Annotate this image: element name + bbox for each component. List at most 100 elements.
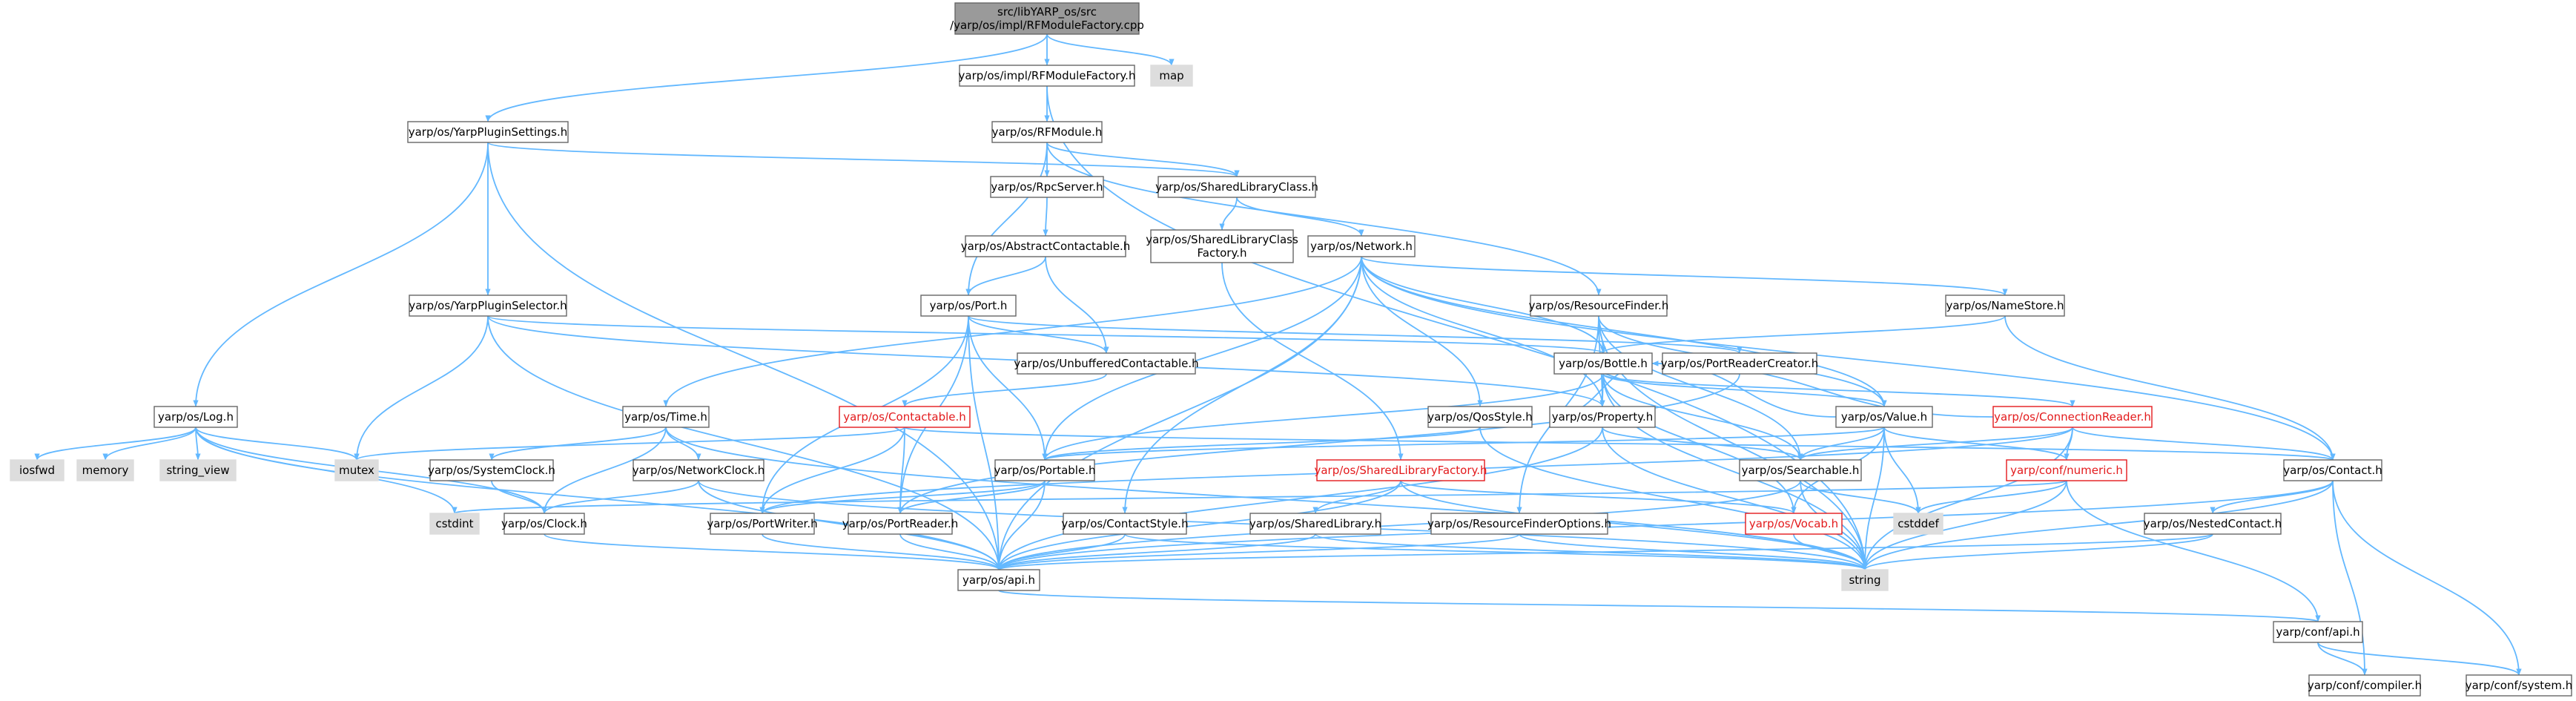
node-abscontact[interactable]: yarp/os/AbstractContactable.h [961,235,1131,257]
node-resfinder[interactable]: yarp/os/ResourceFinder.h [1529,294,1669,317]
node-rfmodule[interactable]: yarp/os/RFModule.h [991,121,1103,143]
edge-bottle-to-searchable [1602,373,1803,461]
node-label: yarp/os/SharedLibraryClass.h [1155,180,1318,194]
node-log[interactable]: yarp/os/Log.h [153,406,238,428]
node-bottle[interactable]: yarp/os/Bottle.h [1553,352,1653,375]
node-port[interactable]: yarp/os/Port.h [920,294,1017,317]
edge-contact-to-compiler [2332,480,2368,676]
node-label: map [1159,69,1183,82]
edge-netclock-to-clock [541,480,699,514]
node-vocab[interactable]: yarp/os/Vocab.h [1745,513,1843,535]
node-box [503,513,585,535]
node-box [990,176,1104,198]
node-time[interactable]: yarp/os/Time.h [622,406,710,428]
edge-property-to-searchable [1602,427,1803,461]
node-map[interactable]: map [1150,65,1193,87]
node-portwriter[interactable]: yarp/os/PortWriter.h [707,513,818,535]
edge-portwriter-to-api [762,533,1002,570]
node-property[interactable]: yarp/os/Property.h [1549,406,1656,428]
edge-rfmodule-to-sharedlibclass [1046,142,1240,177]
node-string[interactable]: string [1841,569,1889,591]
node-box [1150,229,1294,263]
node-api[interactable]: yarp/os/api.h [957,569,1040,591]
node-unbuffered[interactable]: yarp/os/UnbufferedContactable.h [1014,352,1199,375]
node-connreader[interactable]: yarp/os/ConnectionReader.h [1992,406,2153,428]
node-sysclock[interactable]: yarp/os/SystemClock.h [428,459,555,481]
node-network[interactable]: yarp/os/Network.h [1307,235,1416,257]
node-rfoptions[interactable]: yarp/os/ResourceFinderOptions.h [1427,513,1611,535]
node-label: string [1849,573,1880,587]
edge-rfoptions-to-api [996,533,1520,570]
node-value[interactable]: yarp/os/Value.h [1835,406,1933,428]
node-clock[interactable]: yarp/os/Clock.h [501,513,587,535]
node-ypselector[interactable]: yarp/os/YarpPluginSelector.h [409,294,567,317]
node-label: yarp/os/YarpPluginSettings.h [409,125,568,139]
node-iosfwd[interactable]: iosfwd [10,459,65,481]
node-portable[interactable]: yarp/os/Portable.h [994,459,1096,481]
edge-searchable-to-cstddef [1800,480,1921,514]
node-qosstyle[interactable]: yarp/os/QosStyle.h [1427,406,1533,428]
node-sharedlib[interactable]: yarp/os/SharedLibrary.h [1249,513,1381,535]
node-label: yarp/os/Network.h [1310,240,1413,253]
node-label: yarp/os/SharedLibrary.h [1249,517,1381,530]
node-rpcserver[interactable]: yarp/os/RpcServer.h [990,176,1104,198]
node-box [1316,459,1485,481]
node-memory[interactable]: memory [76,459,134,481]
node-mutex[interactable]: mutex [334,459,379,481]
edge-network-to-value [1361,256,1887,407]
edge-vocab-to-string [1793,533,1868,570]
node-ypsettings[interactable]: yarp/os/YarpPluginSettings.h [407,121,569,143]
node-sharedlibclass[interactable]: yarp/os/SharedLibraryClass.h [1155,176,1318,198]
node-label: yarp/os/SharedLibraryFactory.h [1314,464,1487,477]
node-box [954,2,1140,35]
node-box [1150,65,1193,87]
node-compiler[interactable]: yarp/conf/compiler.h [2308,674,2422,697]
node-nested[interactable]: yarp/os/NestedContact.h [2144,513,2282,535]
node-namestore[interactable]: yarp/os/NameStore.h [1945,294,2065,317]
edge-contact-to-string [1862,480,2334,570]
node-box [2144,513,2282,535]
node-system[interactable]: yarp/conf/system.h [2466,674,2573,697]
edge-network-to-contact [1361,256,2336,461]
node-box [2283,459,2382,481]
edge-rfoptions-to-string [1519,533,1868,570]
edge-unbuffered-to-contactable [902,373,1107,407]
node-box [839,406,971,428]
node-searchable[interactable]: yarp/os/Searchable.h [1739,459,1862,481]
node-numeric[interactable]: yarp/conf/numeric.h [2006,459,2127,481]
edge-portable-to-portwriter [759,480,1046,514]
node-box [1249,513,1381,535]
node-prcreator[interactable]: yarp/os/PortReaderCreator.h [1661,352,1819,375]
node-shlibfactory[interactable]: yarp/os/SharedLibraryFactory.h [1314,459,1487,481]
node-portreader[interactable]: yarp/os/PortReader.h [842,513,959,535]
node-root[interactable]: src/libYARP_os/src/yarp/os/impl/RFModule… [950,2,1144,35]
edge-time-to-sysclock [489,427,667,461]
node-netclock[interactable]: yarp/os/NetworkClock.h [633,459,765,481]
node-label: yarp/os/Contact.h [2283,464,2382,477]
node-cstdint[interactable]: cstdint [429,513,480,535]
node-label: Factory.h [1198,246,1247,260]
edge-network-to-property [1361,256,1605,407]
node-label: yarp/os/Contactable.h [843,410,966,424]
node-label: yarp/os/impl/RFModuleFactory.h [959,69,1136,82]
edge-bottle-to-portable [1042,373,1604,461]
node-box [965,235,1126,257]
node-string_view[interactable]: string_view [159,459,237,481]
node-label: cstdint [435,517,473,530]
node-contactable[interactable]: yarp/os/Contactable.h [839,406,971,428]
edge-connreader-to-contact [2072,427,2336,461]
node-rfmf_h[interactable]: yarp/os/impl/RFModuleFactory.h [959,65,1136,87]
node-label: yarp/os/Time.h [624,410,707,424]
node-label: yarp/os/UnbufferedContactable.h [1014,357,1198,370]
edge-contactable-to-mutex [354,427,905,461]
node-label: yarp/os/Log.h [158,410,234,424]
edge-contact-to-api [996,480,2334,570]
node-contact[interactable]: yarp/os/Contact.h [2283,459,2382,481]
node-box [1549,406,1656,428]
node-confapi[interactable]: yarp/conf/api.h [2273,621,2363,643]
node-cstddef[interactable]: cstddef [1893,513,1943,535]
node-label: yarp/os/QosStyle.h [1427,410,1533,424]
edge-port-to-prcreator [968,315,1743,354]
node-contactstyle[interactable]: yarp/os/ContactStyle.h [1061,513,1189,535]
